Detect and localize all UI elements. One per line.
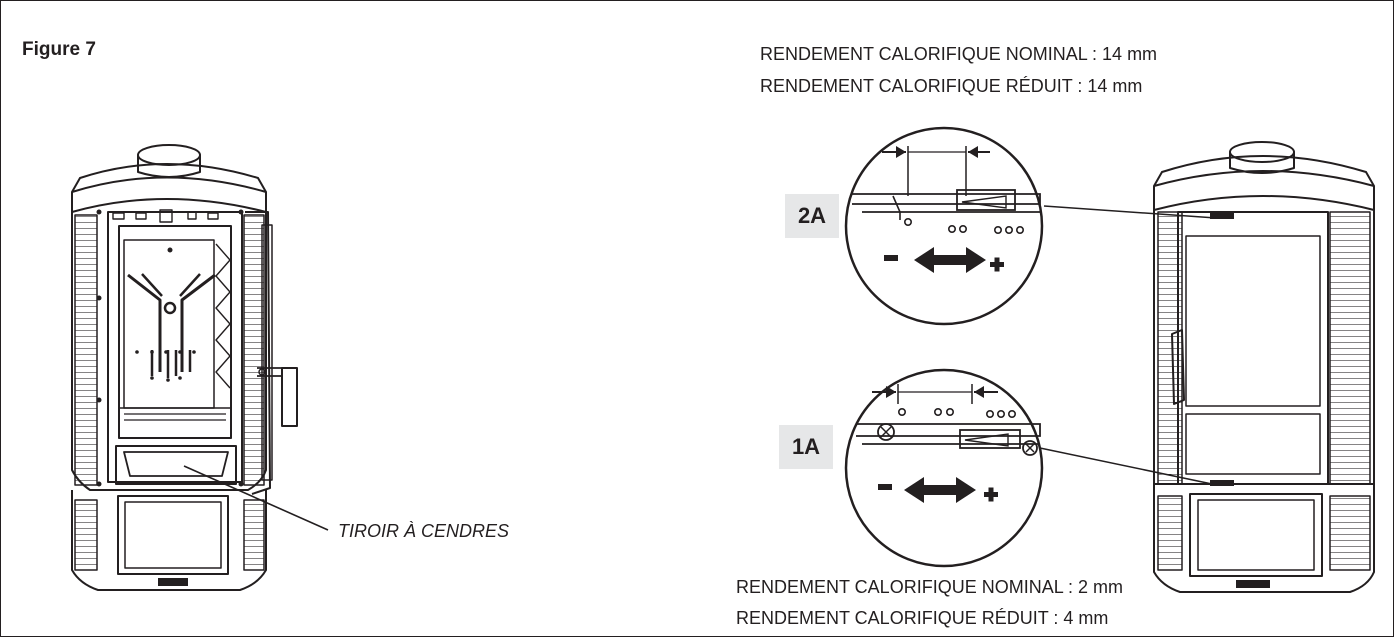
top-nominal-spec: RENDEMENT CALORIFIQUE NOMINAL : 14 mm bbox=[760, 44, 1158, 64]
callout-1a bbox=[844, 368, 1044, 568]
bottom-nominal-spec: RENDEMENT CALORIFIQUE NOMINAL : 2 mm bbox=[736, 577, 1124, 597]
bottom-reduced-spec: RENDEMENT CALORIFIQUE RÉDUIT : 4 mm bbox=[736, 608, 1109, 628]
callout-2a-plus-label: + bbox=[990, 257, 991, 258]
callout-1a-badge: 1A bbox=[779, 425, 833, 469]
callout-2a-badge: 2A bbox=[785, 194, 839, 238]
ash-drawer-label: TIROIR À CENDRES bbox=[338, 521, 510, 541]
leader-1a bbox=[1039, 447, 1213, 485]
figure-title: Figure 7 bbox=[22, 39, 96, 60]
top-reduced-spec: RENDEMENT CALORIFIQUE RÉDUIT : 14 mm bbox=[760, 76, 1143, 96]
ash-drawer-leader bbox=[183, 465, 329, 531]
right-stove-drawing bbox=[1153, 141, 1375, 593]
left-stove-drawing bbox=[71, 144, 298, 591]
leader-2a bbox=[1043, 205, 1217, 219]
callout-1a-plus-label: + bbox=[984, 488, 985, 489]
callout-2a bbox=[844, 126, 1044, 326]
